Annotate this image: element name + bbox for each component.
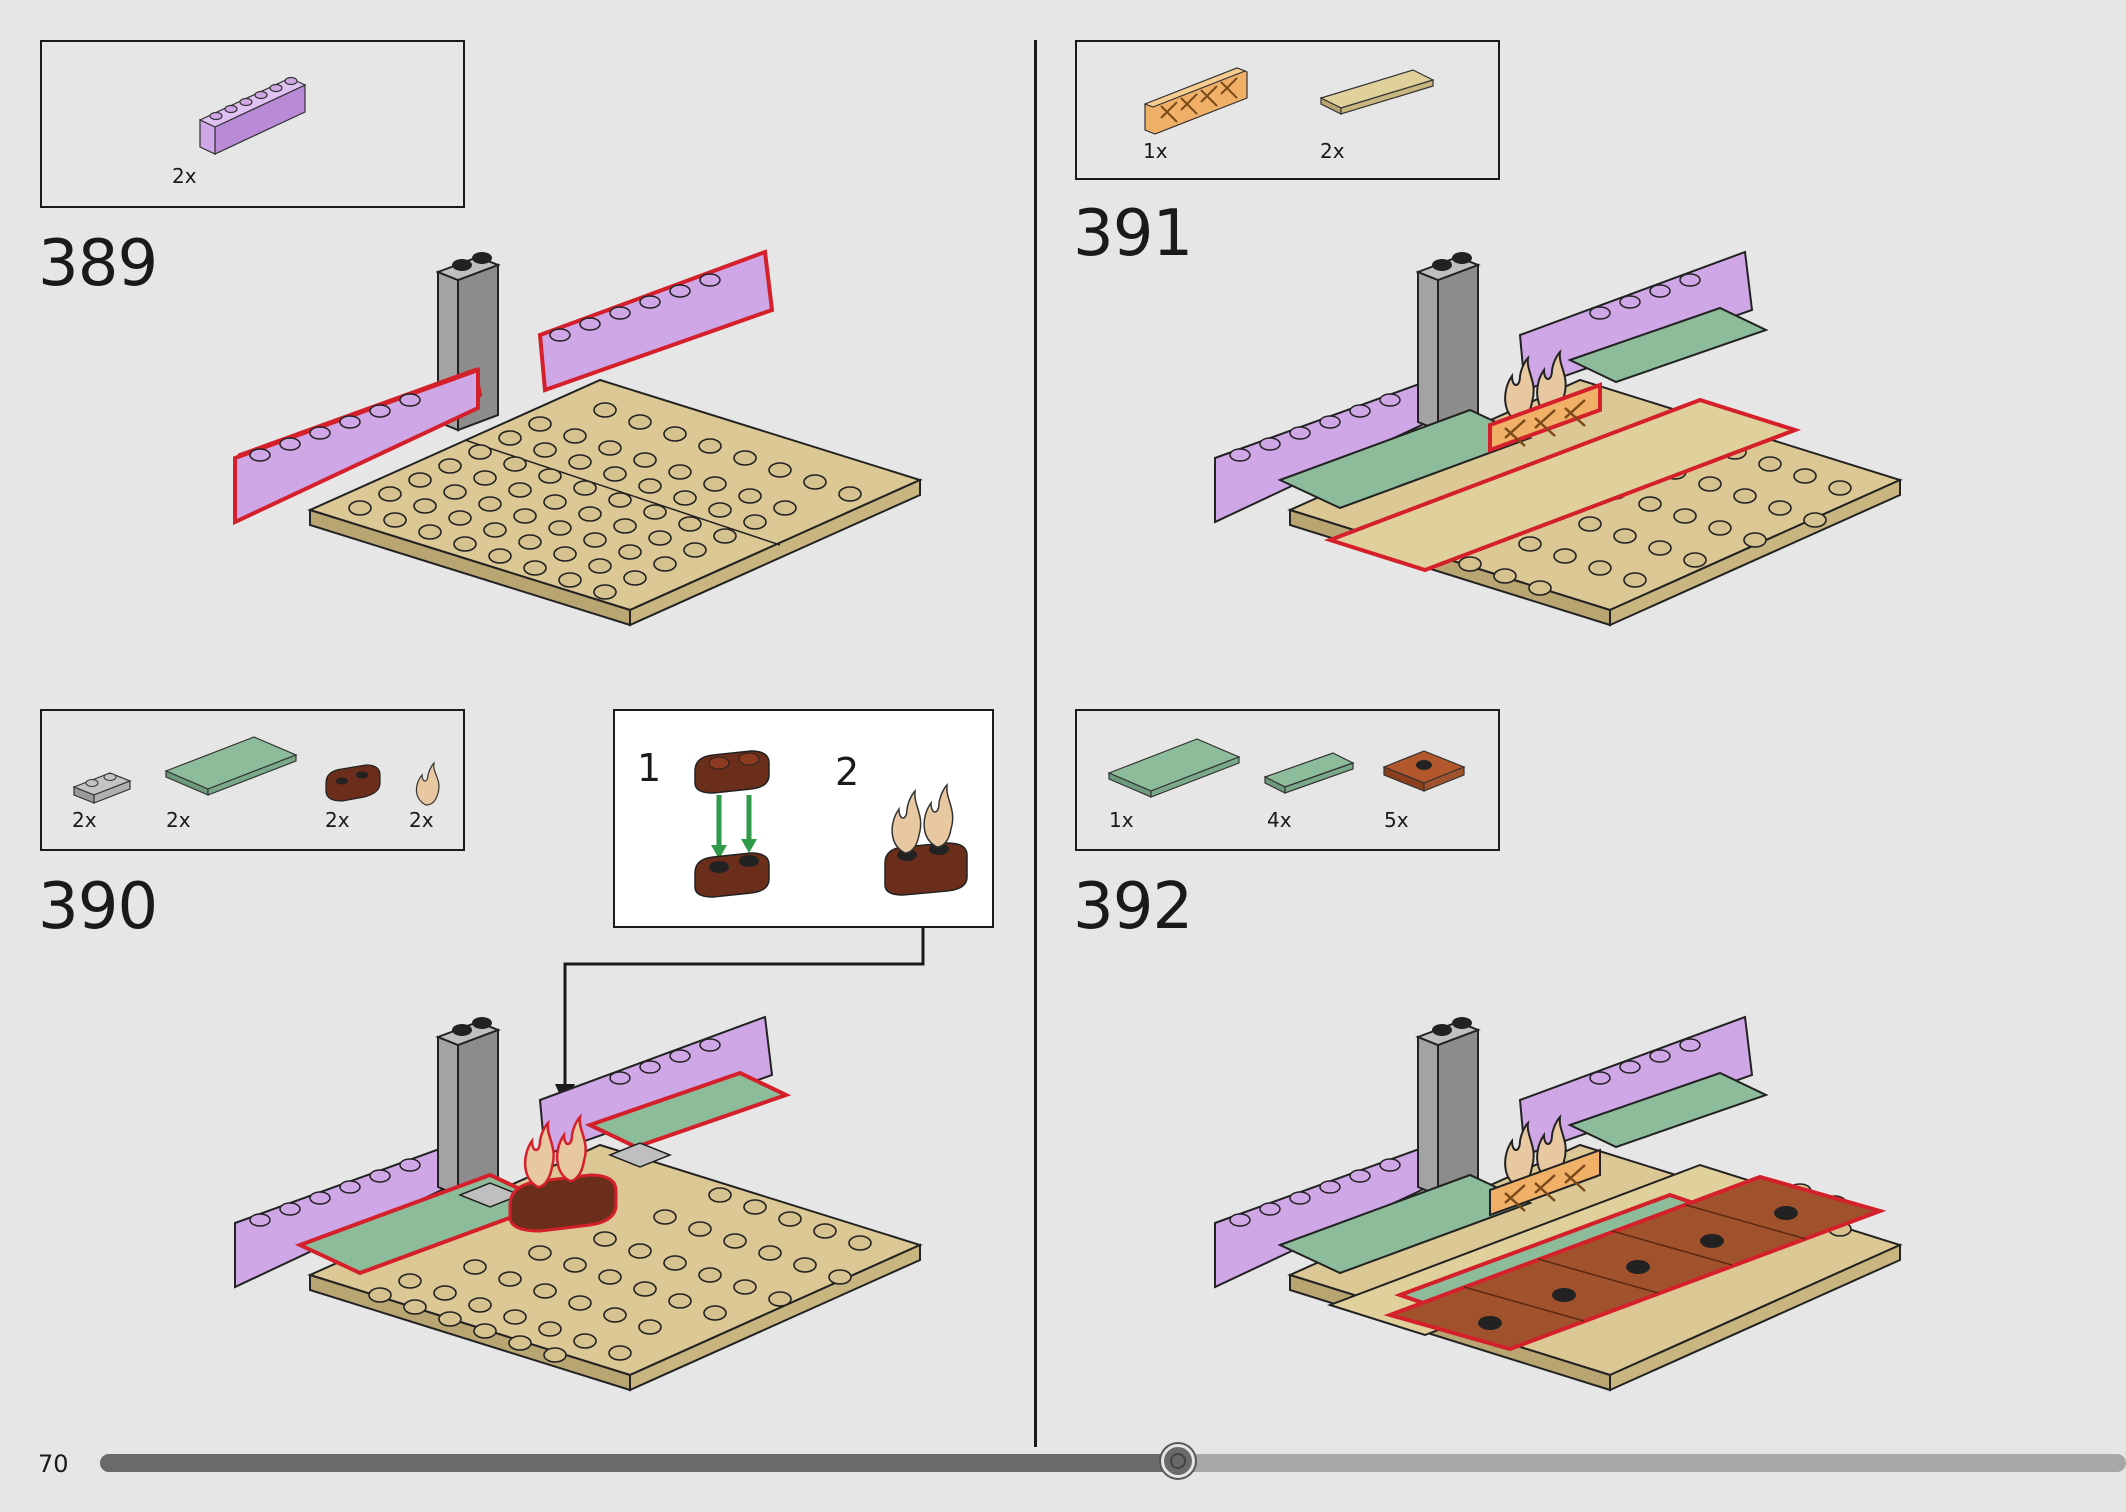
part-qty: 1x xyxy=(1109,808,1134,832)
substep-2-illustration xyxy=(884,782,968,896)
lavender-brick-icon xyxy=(198,76,307,155)
grey-plate-icon xyxy=(72,772,132,804)
step-389-parts-box: 2x xyxy=(40,40,465,208)
progress-track[interactable] xyxy=(100,1444,2126,1478)
part-qty: 2x xyxy=(1320,139,1345,163)
part-qty: 2x xyxy=(72,808,97,832)
step-390-model xyxy=(234,1015,923,1392)
tan-tile-icon xyxy=(1319,69,1435,115)
orange-fence-icon xyxy=(1143,67,1248,135)
step-number: 391 xyxy=(1073,197,1193,271)
brown-plate-icon xyxy=(325,764,381,802)
part-qty: 2x xyxy=(409,808,434,832)
progress-fill xyxy=(100,1454,1178,1472)
flame-icon xyxy=(415,761,440,806)
step-389-model xyxy=(233,249,923,627)
part-qty: 2x xyxy=(166,808,191,832)
sand-green-tile-icon xyxy=(164,736,298,796)
reddish-brown-jumper-icon xyxy=(1382,750,1466,792)
step-392-parts-box: 1x 4x 5x xyxy=(1075,709,1500,851)
part-qty: 1x xyxy=(1143,139,1168,163)
progress-knob[interactable] xyxy=(1161,1444,1195,1478)
column-divider xyxy=(1034,40,1037,1447)
step-390-parts-box: 2x 2x 2x 2x xyxy=(40,709,465,851)
part-qty: 4x xyxy=(1267,808,1292,832)
part-qty: 5x xyxy=(1384,808,1409,832)
step-392-model xyxy=(1214,1015,1903,1392)
step-number: 392 xyxy=(1073,870,1193,944)
part-qty: 2x xyxy=(325,808,350,832)
substep-number: 1 xyxy=(637,746,662,790)
substep-number: 2 xyxy=(835,750,860,794)
page-number: 70 xyxy=(38,1450,69,1478)
step-number: 390 xyxy=(38,870,158,944)
step-391-parts-box: 1x 2x xyxy=(1075,40,1500,180)
substep-callout-box: 1 2 xyxy=(613,709,994,928)
sand-green-tile-icon xyxy=(1107,738,1241,798)
step-391-model xyxy=(1214,250,1903,627)
sand-green-tile-small-icon xyxy=(1263,752,1355,794)
part-qty: 2x xyxy=(172,164,197,188)
step-number: 389 xyxy=(38,227,158,301)
substep-1-illustration xyxy=(694,750,770,898)
